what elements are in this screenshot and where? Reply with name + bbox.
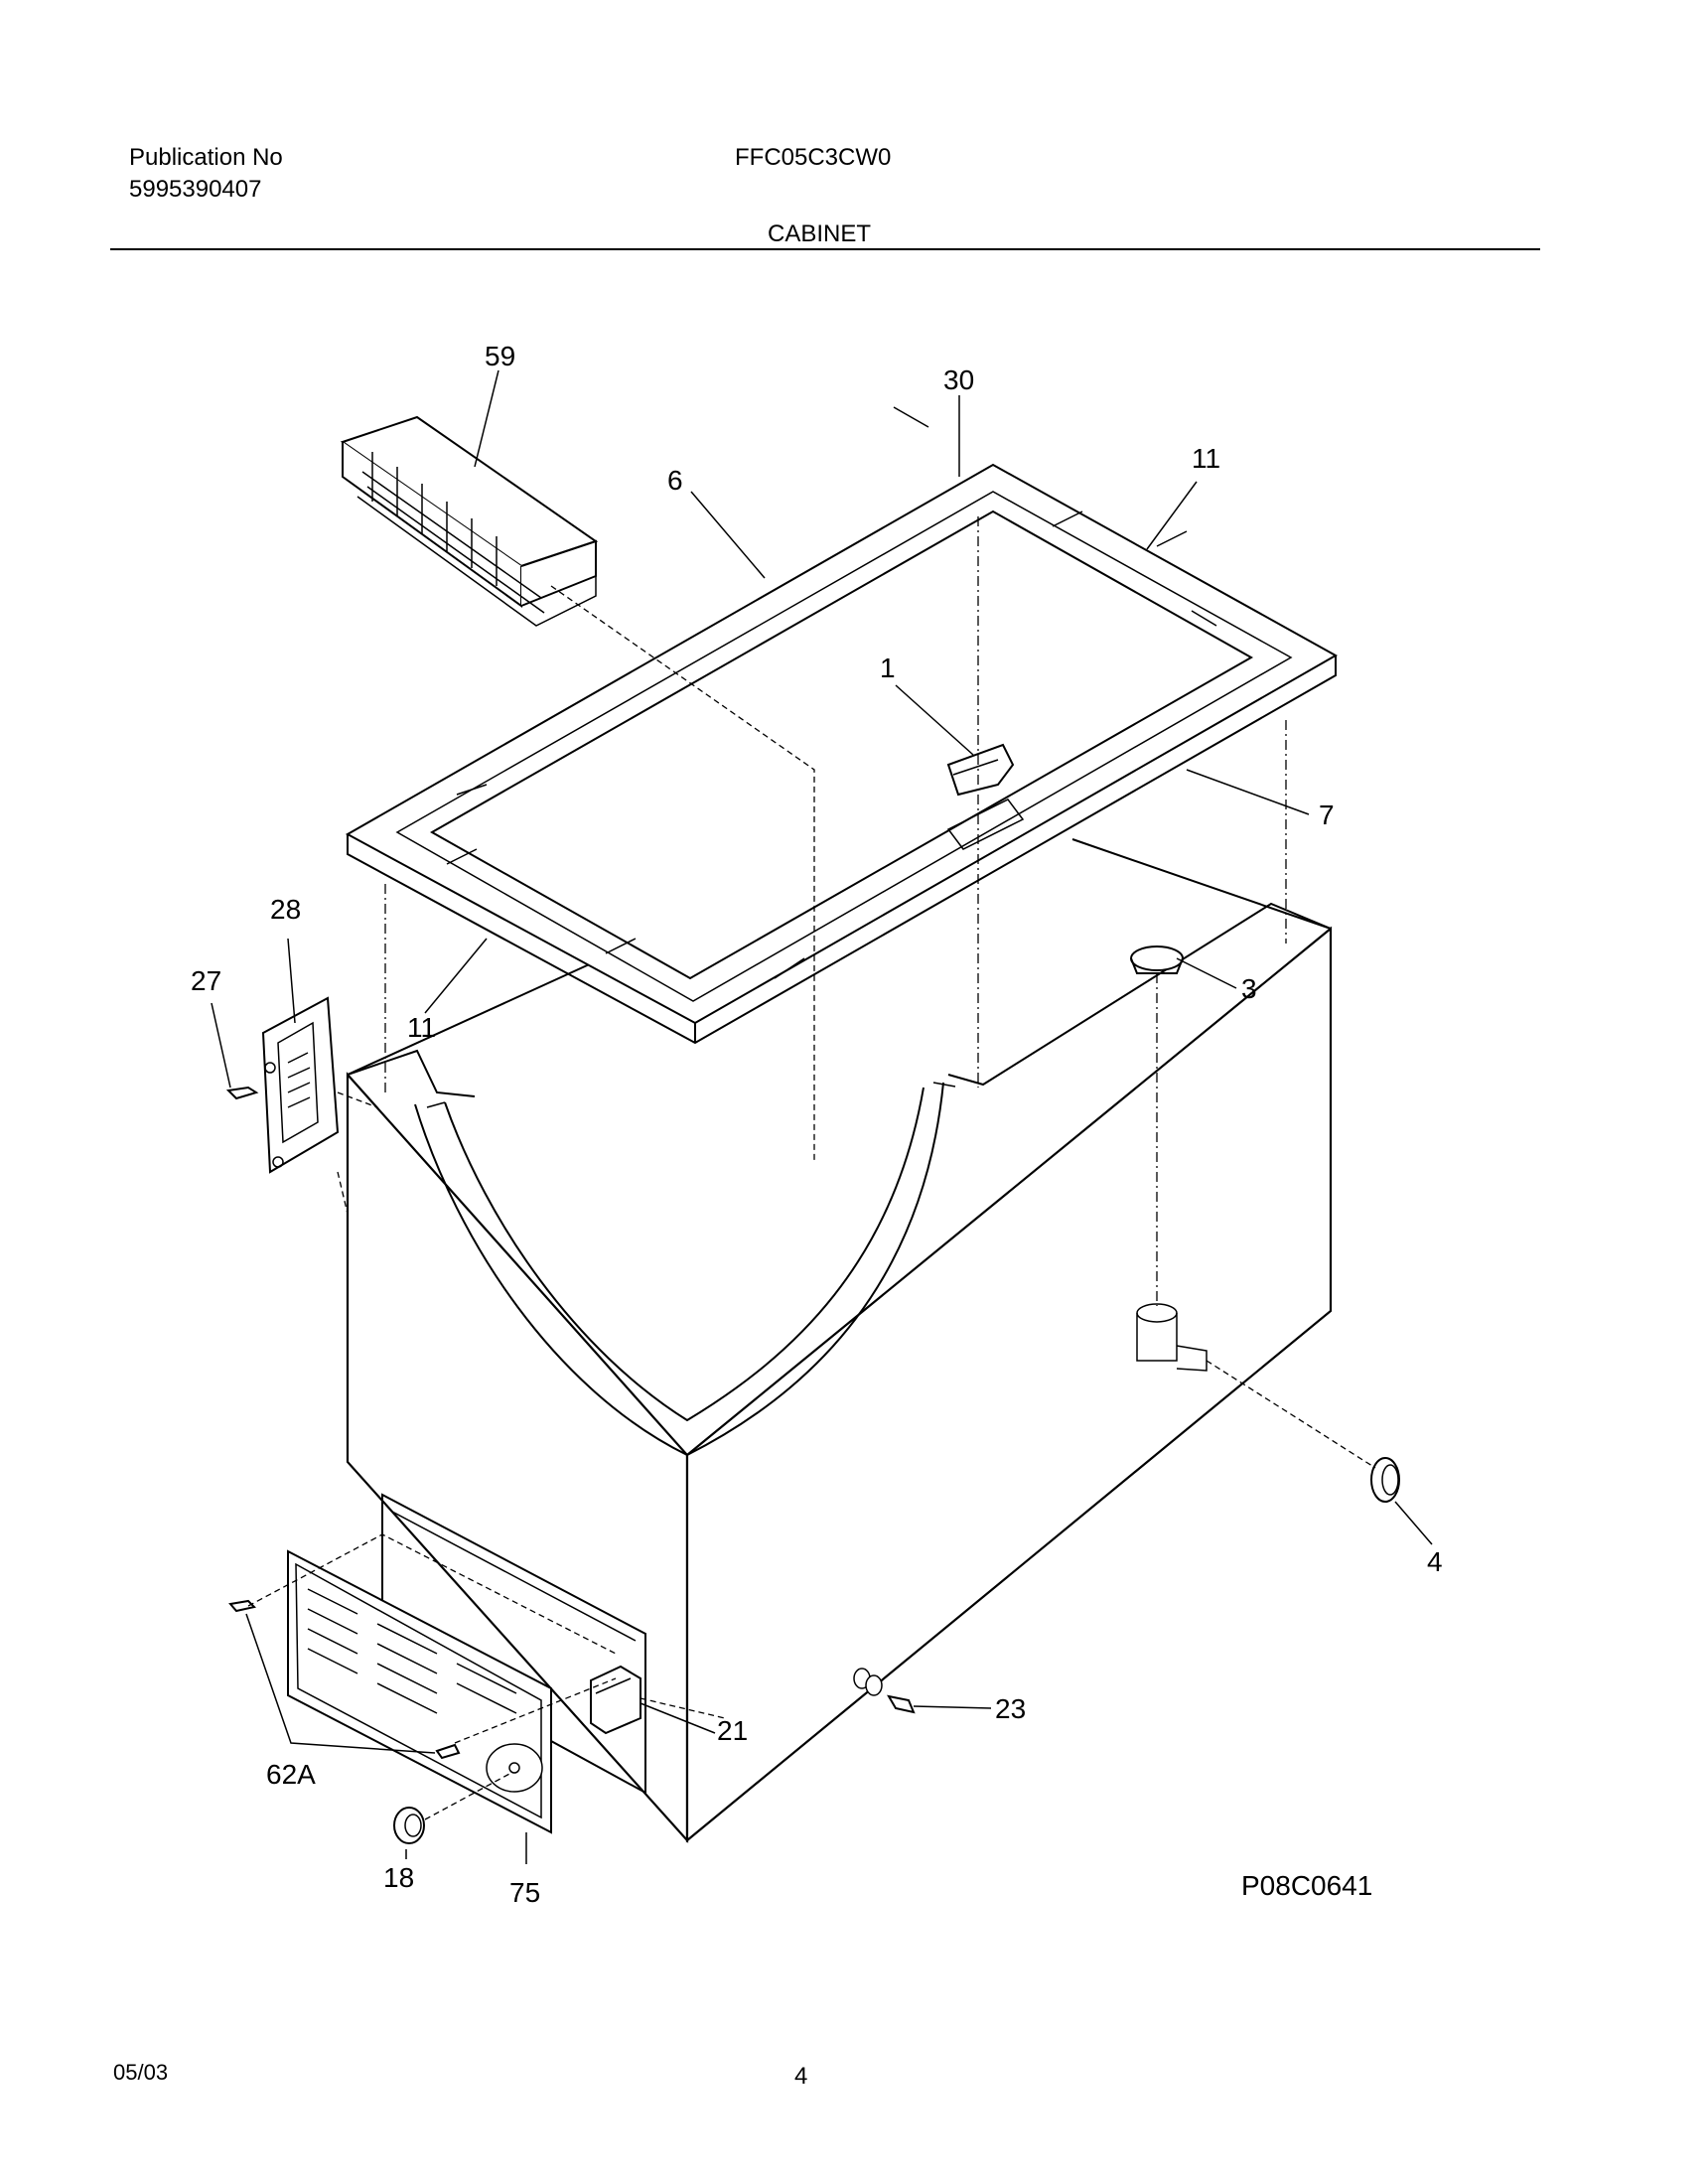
cabinet-body (346, 838, 1333, 1843)
callout-1: 1 (880, 653, 896, 683)
callout-numbers: 59 30 6 11 1 7 28 27 11 3 4 21 23 62A 18… (191, 341, 1443, 1908)
callout-27: 27 (191, 965, 221, 996)
publication-label: Publication No (129, 144, 283, 171)
page-number: 4 (794, 2063, 808, 2090)
callout-18: 18 (383, 1862, 414, 1893)
callout-6: 6 (667, 465, 683, 496)
grommet (393, 1807, 425, 1844)
lid-gasket-frame (345, 406, 1339, 1045)
callout-3: 3 (1241, 973, 1257, 1004)
rear-grille (287, 1549, 552, 1834)
lid-handle (946, 743, 1025, 850)
callout-11-left: 11 (407, 1012, 436, 1043)
compressor-opening (381, 1493, 646, 1795)
storage-basket (340, 415, 599, 627)
callout-4: 4 (1427, 1546, 1443, 1577)
header-rule (110, 248, 1540, 250)
hinge-assembly (225, 996, 340, 1174)
publication-number: 5995390407 (129, 176, 262, 203)
callout-59: 59 (485, 341, 515, 371)
cord-fastener (853, 1668, 916, 1714)
section-title: CABINET (768, 220, 872, 247)
grille-screws (228, 1599, 461, 1760)
callout-28: 28 (270, 894, 301, 925)
drain-cap (1370, 1457, 1400, 1503)
callout-30: 30 (943, 364, 974, 395)
figure-code: P08C0641 (1241, 1870, 1372, 1901)
alignment-lines (247, 516, 1376, 1820)
callout-21: 21 (717, 1715, 748, 1746)
callout-62a: 62A (266, 1759, 316, 1790)
model-number: FFC05C3CW0 (735, 144, 892, 171)
footer-date: 05/03 (113, 2060, 169, 2085)
callout-11-top: 11 (1192, 443, 1220, 474)
callout-75: 75 (509, 1877, 540, 1908)
callout-23: 23 (995, 1693, 1026, 1724)
callout-7: 7 (1319, 799, 1335, 830)
drain-plug (1130, 945, 1184, 974)
leader-lines (211, 369, 1433, 1864)
